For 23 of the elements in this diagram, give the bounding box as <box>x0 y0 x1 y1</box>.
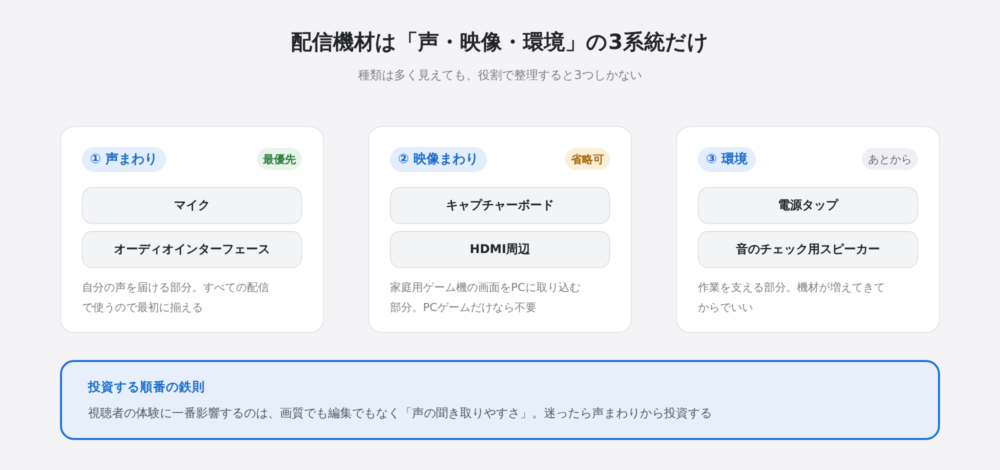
priority-badge: 省略可 <box>565 148 610 170</box>
page-subtitle: 種類は多く見えても、役割で整理すると3つしかない <box>358 67 642 84</box>
priority-badge: あとから <box>862 148 918 170</box>
tip-text: 視聴者の体験に一番影響するのは、画質でも編集でもなく「声の聞き取りやすさ」。迷ったら声まわりから投資する <box>88 405 713 422</box>
tip-panel <box>60 360 940 440</box>
equipment-item: オーディオインターフェース <box>82 231 302 268</box>
category-card <box>676 126 940 333</box>
equipment-item: マイク <box>82 187 302 224</box>
category-tag: ① 声まわり <box>82 146 166 172</box>
tip-heading: 投資する順番の鉄則 <box>88 378 206 396</box>
category-tag: ② 映像まわり <box>390 146 487 172</box>
equipment-item: 電源タップ <box>698 187 918 224</box>
card-description: 自分の声を届ける部分。すべての配信で使うので最初に揃える <box>82 280 270 316</box>
card-description: 作業を支える部分。機材が増えてきてからでいい <box>698 280 886 316</box>
equipment-item: 音のチェック用スピーカー <box>698 231 918 268</box>
page-title: 配信機材は「声・映像・環境」の3系統だけ <box>291 29 709 56</box>
priority-badge: 最優先 <box>257 148 302 170</box>
category-card <box>368 126 632 333</box>
equipment-item: HDMI周辺 <box>390 231 610 268</box>
equipment-item: キャプチャーボード <box>390 187 610 224</box>
card-description: 家庭用ゲーム機の画面をPCに取り込む部分。PCゲームだけなら不要 <box>390 280 582 316</box>
category-card <box>60 126 324 333</box>
category-tag: ③ 環境 <box>698 146 756 172</box>
